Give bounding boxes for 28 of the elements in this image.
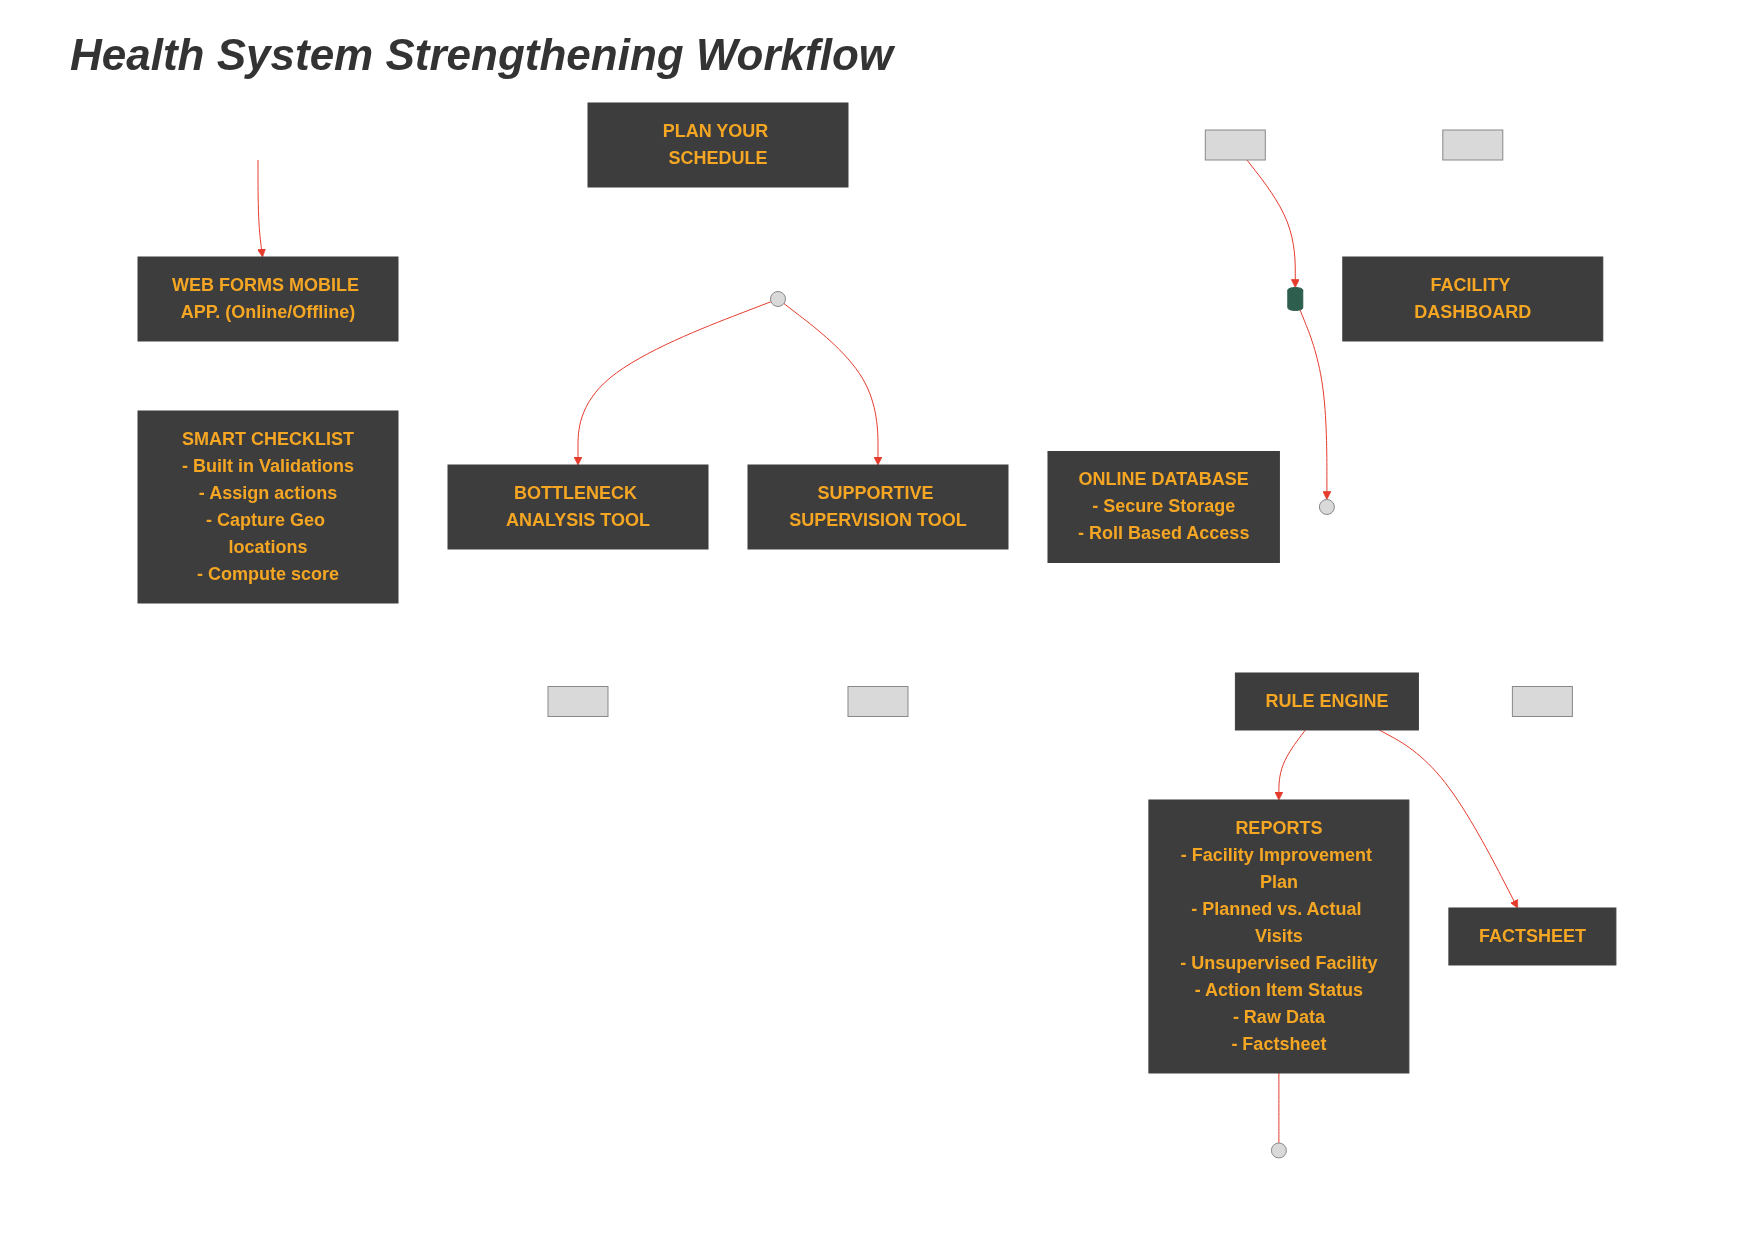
arrow: [257, 159, 266, 257]
node-box: FACTSHEET: [1448, 907, 1617, 965]
node-box: FACILITY DASHBOARD: [1342, 256, 1604, 341]
node-box: [1442, 129, 1504, 160]
arrow: [1246, 159, 1300, 288]
node-box: WEB FORMS MOBILE APP. (Online/Offline): [137, 256, 399, 341]
connector: [1278, 1072, 1280, 1143]
arrow: [1299, 308, 1332, 500]
node-box: [547, 685, 609, 717]
arrow: [1378, 729, 1519, 908]
node-box: [1204, 129, 1266, 160]
arrow: [573, 300, 772, 465]
node-circle: [1270, 1142, 1287, 1158]
node-box: ONLINE DATABASE - Secure Storage - Roll Based Access: [1047, 450, 1280, 563]
node-box: SUPPORTIVE SUPERVISION TOOL: [747, 464, 1009, 549]
diagram-title: Health System Strengthening Workflow: [70, 30, 896, 80]
node-box: [847, 685, 909, 717]
node-box: BOTTLENECK ANALYSIS TOOL: [447, 464, 709, 549]
node-box: SMART CHECKLIST - Built in Validations - Assign actions - Capture Geo locations - Compute score: [137, 410, 399, 603]
arrow: [783, 302, 883, 465]
node-circle: [1318, 498, 1335, 515]
node-box: RULE ENGINE: [1234, 672, 1419, 730]
node-cylinder: [1287, 286, 1304, 311]
node-box: REPORTS - Facility Improvement Plan - Planned vs. Actual Visits - Unsupervised Facility - Action Item Status - Raw Data - Factsheet: [1148, 799, 1410, 1073]
arrow: [1274, 729, 1306, 800]
node-box: PLAN YOUR SCHEDULE: [587, 102, 849, 187]
node-box: [1511, 685, 1573, 717]
node-circle: [770, 290, 787, 307]
